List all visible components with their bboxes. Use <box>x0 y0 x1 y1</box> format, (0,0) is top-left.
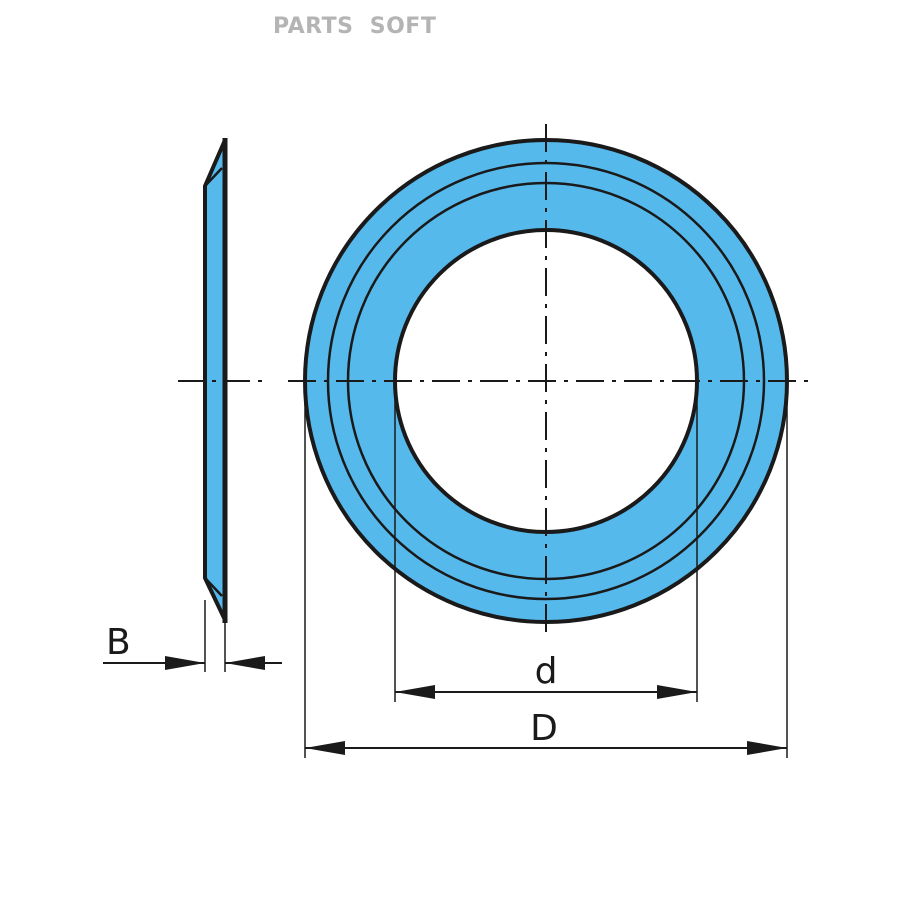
side-view-bevel-bottom <box>204 577 223 597</box>
label-d: d <box>535 651 558 692</box>
washer-ring <box>305 140 787 622</box>
side-view <box>178 138 262 623</box>
label-b: B <box>106 622 131 663</box>
dimension-thickness: B <box>103 600 282 672</box>
dimension-inner-diameter: d <box>394 381 698 702</box>
watermark: PARTS SOFT <box>273 14 437 39</box>
front-view <box>288 124 810 640</box>
label-D: D <box>530 708 558 749</box>
dimension-outer-diameter: D <box>304 381 788 758</box>
side-view-bevel-top <box>204 167 223 187</box>
